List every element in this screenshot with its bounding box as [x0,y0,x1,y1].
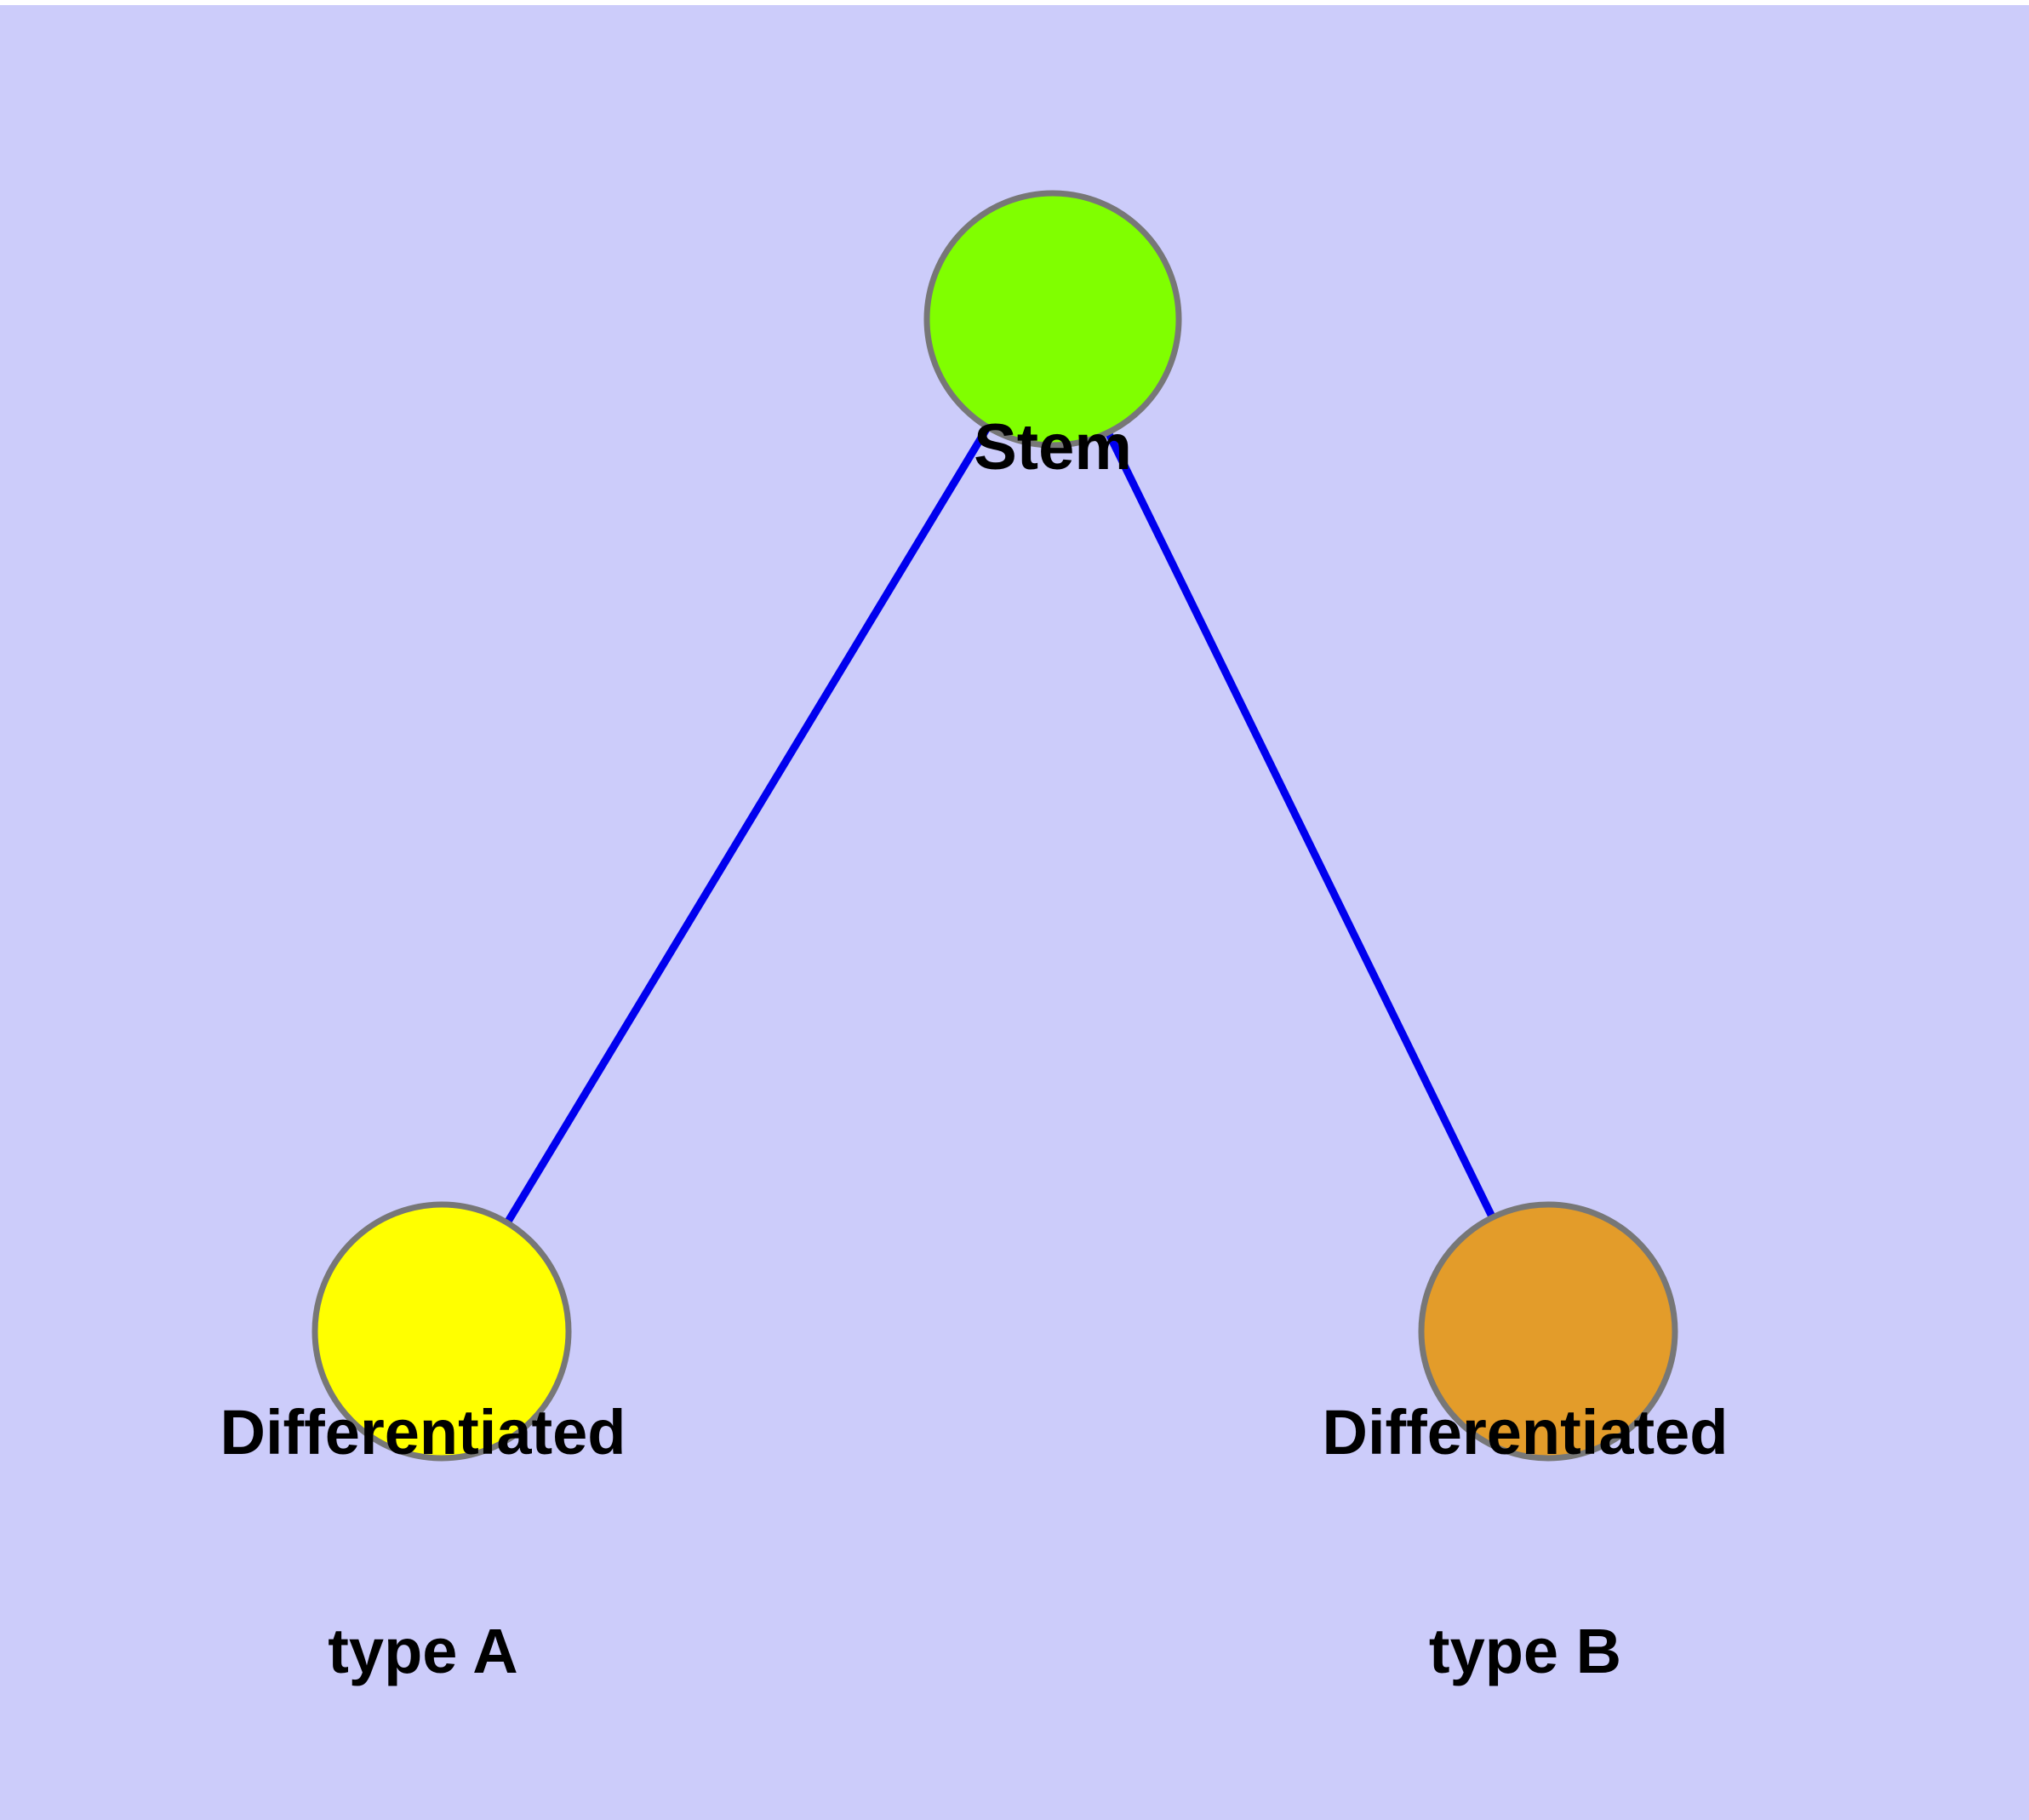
node-differentiated-type-a[interactable] [311,1201,572,1462]
node-stem[interactable] [923,190,1182,449]
node-layer [311,190,1678,1462]
edge-stem-to-differentiated-type-a[interactable] [438,317,1056,1334]
edge-layer [438,317,1552,1334]
edge-stem-to-differentiated-type-b[interactable] [1049,318,1552,1333]
node-differentiated-type-b[interactable] [1418,1201,1678,1462]
